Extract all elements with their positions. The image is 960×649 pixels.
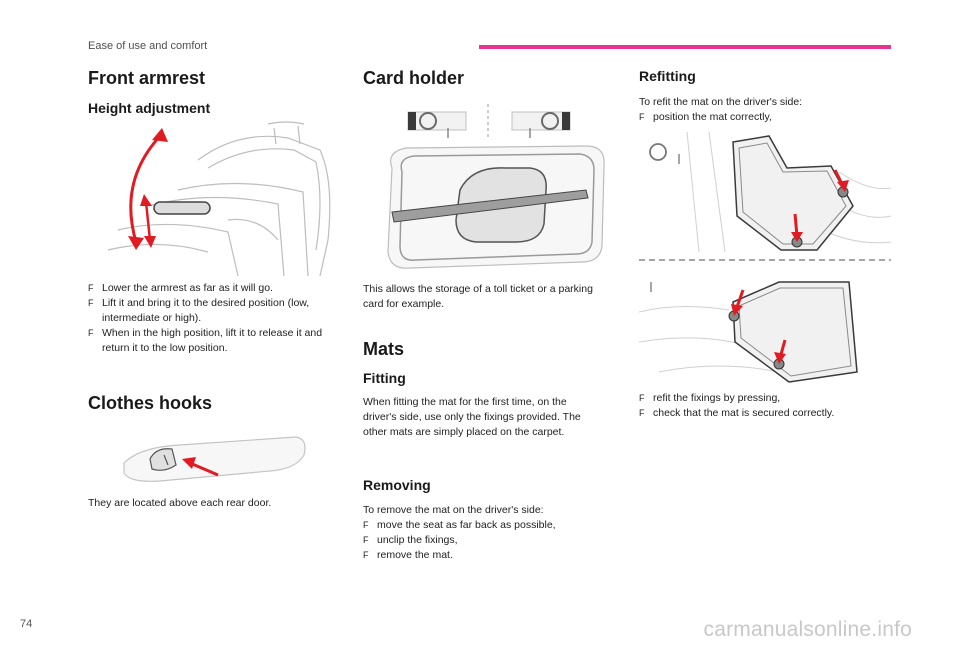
card-holder-text: This allows the storage of a toll ticket… [363, 283, 593, 310]
removing-title: Removing [363, 477, 431, 493]
section-header: Ease of use and comfort [88, 40, 208, 52]
removing-instructions: To remove the mat on the driver's side: … [363, 503, 603, 563]
fitting-text: When fitting the mat for the first time,… [363, 396, 581, 438]
section-accent-bar [479, 45, 891, 49]
hooks-title: Clothes hooks [88, 393, 213, 413]
mats-title: Mats [363, 339, 405, 359]
hooks-text: They are located above each rear door. [88, 497, 272, 509]
armrest-subtitle: Height adjustment [88, 100, 211, 116]
card-holder-illustration [387, 145, 605, 269]
clothes-hook-illustration [123, 436, 306, 482]
refitting-intro-block: To refit the mat on the driver's side: F… [639, 95, 889, 125]
card-holder-location-icons [407, 104, 571, 140]
refitting-intro: To refit the mat on the driver's side: [639, 96, 803, 108]
refitting-title: Refitting [639, 68, 696, 84]
card-holder-title: Card holder [363, 68, 465, 88]
watermark: carmanualsonline.info [703, 618, 912, 641]
fitting-title: Fitting [363, 370, 406, 386]
mat-refitting-illustration [639, 132, 891, 383]
armrest-title: Front armrest [88, 68, 206, 88]
armrest-illustration [107, 121, 331, 276]
removing-intro: To remove the mat on the driver's side: [363, 504, 544, 516]
page-number: 74 [20, 618, 33, 630]
